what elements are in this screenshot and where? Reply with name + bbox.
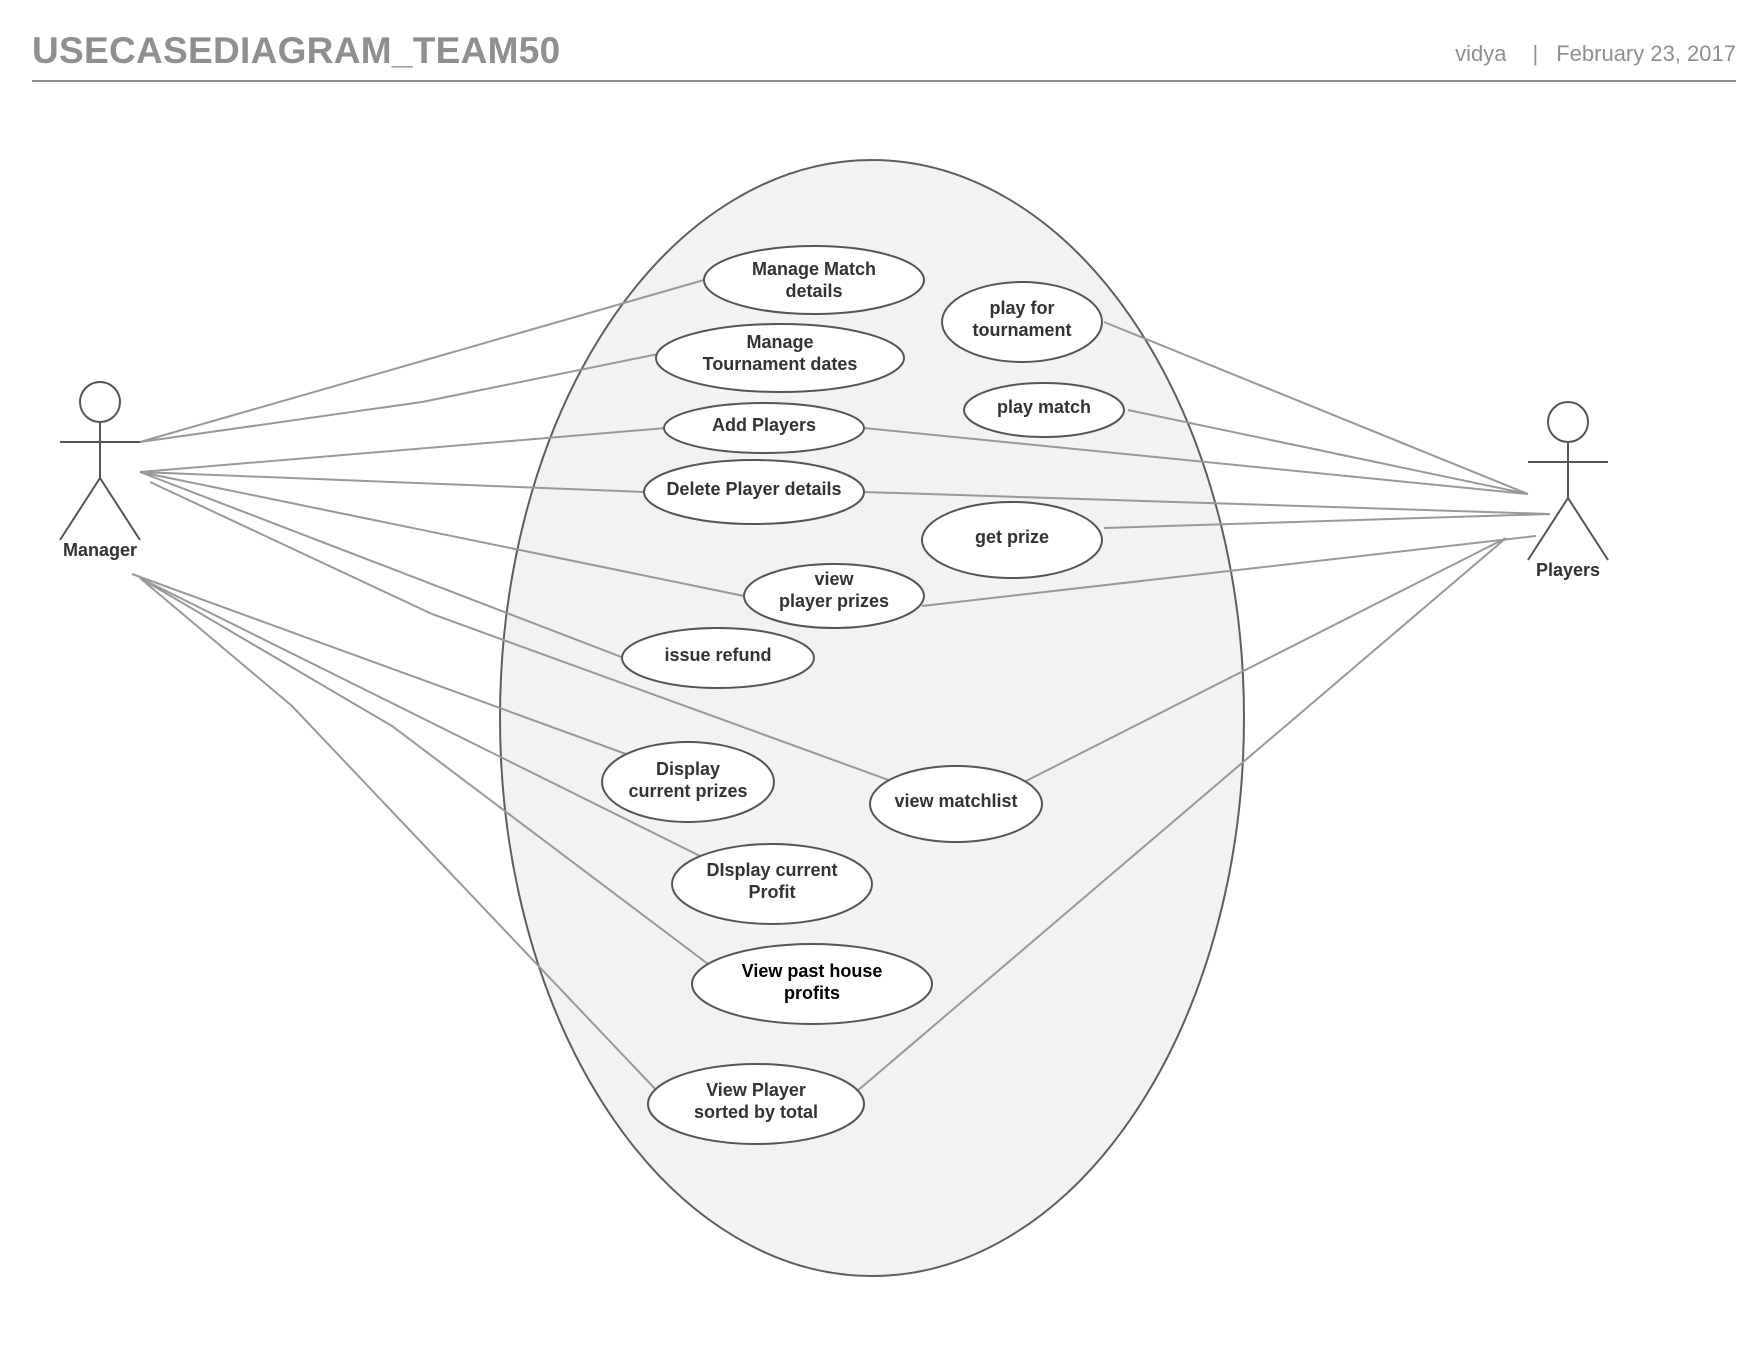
usecase-label-line: Profit	[749, 882, 796, 902]
usecase-label-line: play match	[997, 397, 1091, 417]
usecase-issue-refund[interactable]: issue refund	[621, 627, 815, 689]
assoc-players-view-player-prizes	[921, 535, 1537, 607]
usecase-view-player-prizes[interactable]: view player prizes	[743, 563, 925, 629]
manager-associations	[131, 279, 895, 1093]
usecase-label-line: Manage	[746, 332, 813, 352]
players-associations	[855, 321, 1551, 1093]
meta-separator: |	[1532, 41, 1539, 66]
use-cases: Manage Match details Manage Tournament d…	[601, 245, 1125, 1145]
usecase-label-line: view	[814, 569, 854, 589]
usecase-view-matchlist[interactable]: view matchlist	[869, 765, 1043, 843]
assoc-manager-manage-match	[139, 279, 705, 443]
assoc-manager-display-profit	[139, 577, 701, 857]
usecase-manage-match-details[interactable]: Manage Match details	[703, 245, 925, 315]
usecase-label-line: View past house	[742, 961, 883, 981]
assoc-manager-delete-player	[139, 471, 645, 493]
assoc-manager-manage-tournament	[139, 349, 679, 443]
diagram-meta: vidya | February 23, 2017	[1455, 41, 1736, 67]
usecase-label-line: Display	[656, 759, 720, 779]
assoc-manager-issue-refund	[139, 471, 625, 659]
system-boundary	[499, 159, 1245, 1277]
players-label: Players	[1536, 560, 1600, 580]
usecase-play-for-tournament[interactable]: play for tournament	[941, 281, 1103, 363]
manager-head	[79, 381, 121, 423]
manager-actor	[59, 381, 141, 541]
players-head	[1547, 401, 1589, 443]
assoc-players-play-tournament	[1103, 321, 1529, 495]
usecase-display-current-prizes[interactable]: Display current prizes	[601, 741, 775, 823]
usecase-label-line: sorted by total	[694, 1102, 818, 1122]
usecase-get-prize[interactable]: get prize	[921, 501, 1103, 579]
usecase-label-line: get prize	[975, 527, 1049, 547]
usecase-label-line: Add Players	[712, 415, 816, 435]
usecase-label-line: DIsplay current	[706, 860, 837, 880]
usecase-play-match[interactable]: play match	[963, 382, 1125, 438]
usecase-manage-tournament-dates[interactable]: Manage Tournament dates	[655, 323, 905, 393]
author-name: vidya	[1455, 41, 1507, 66]
usecase-label-line: issue refund	[664, 645, 771, 665]
diagram-date: February 23, 2017	[1556, 41, 1736, 66]
usecase-display-current-profit[interactable]: DIsplay current Profit	[671, 843, 873, 925]
usecase-label-line: View Player	[706, 1080, 806, 1100]
usecase-label-line: details	[785, 281, 842, 301]
assoc-manager-view-past-profits	[139, 577, 709, 965]
usecase-label-line: profits	[784, 983, 840, 1003]
usecase-label-line: Tournament dates	[703, 354, 858, 374]
assoc-manager-display-prizes	[131, 573, 627, 755]
usecase-label-line: Manage Match	[752, 259, 876, 279]
usecase-view-player-sorted-by-total[interactable]: View Player sorted by total	[647, 1063, 865, 1145]
assoc-players-get-prize	[1103, 513, 1551, 529]
usecase-label-line: tournament	[973, 320, 1072, 340]
usecase-view-past-house-profits[interactable]: View past house profits	[691, 943, 933, 1025]
assoc-players-view-player-sorted	[855, 537, 1507, 1093]
assoc-manager-view-matchlist	[149, 481, 895, 783]
usecase-label-line: player prizes	[779, 591, 889, 611]
usecase-add-players[interactable]: Add Players	[663, 402, 865, 454]
usecase-label-line: view matchlist	[894, 791, 1017, 811]
assoc-players-add-players	[863, 427, 1529, 495]
usecase-label-line: play for	[989, 298, 1054, 318]
usecase-label-line: Delete Player details	[666, 479, 841, 499]
assoc-players-play-match	[1127, 409, 1529, 495]
usecase-label-line: current prizes	[628, 781, 747, 801]
manager-label: Manager	[63, 540, 137, 560]
usecase-delete-player-details[interactable]: Delete Player details	[643, 459, 865, 525]
diagram-title: USECASEDIAGRAM_TEAM50	[32, 30, 561, 71]
assoc-players-delete-player	[863, 491, 1551, 515]
players-actor	[1527, 401, 1609, 561]
assoc-players-view-matchlist	[1023, 537, 1507, 783]
assoc-manager-view-player-sorted	[139, 577, 659, 1093]
diagram-header: USECASEDIAGRAM_TEAM50 vidya | February 23,…	[32, 28, 1736, 82]
assoc-manager-view-player-prizes	[139, 471, 745, 597]
assoc-manager-add-players	[139, 427, 667, 473]
